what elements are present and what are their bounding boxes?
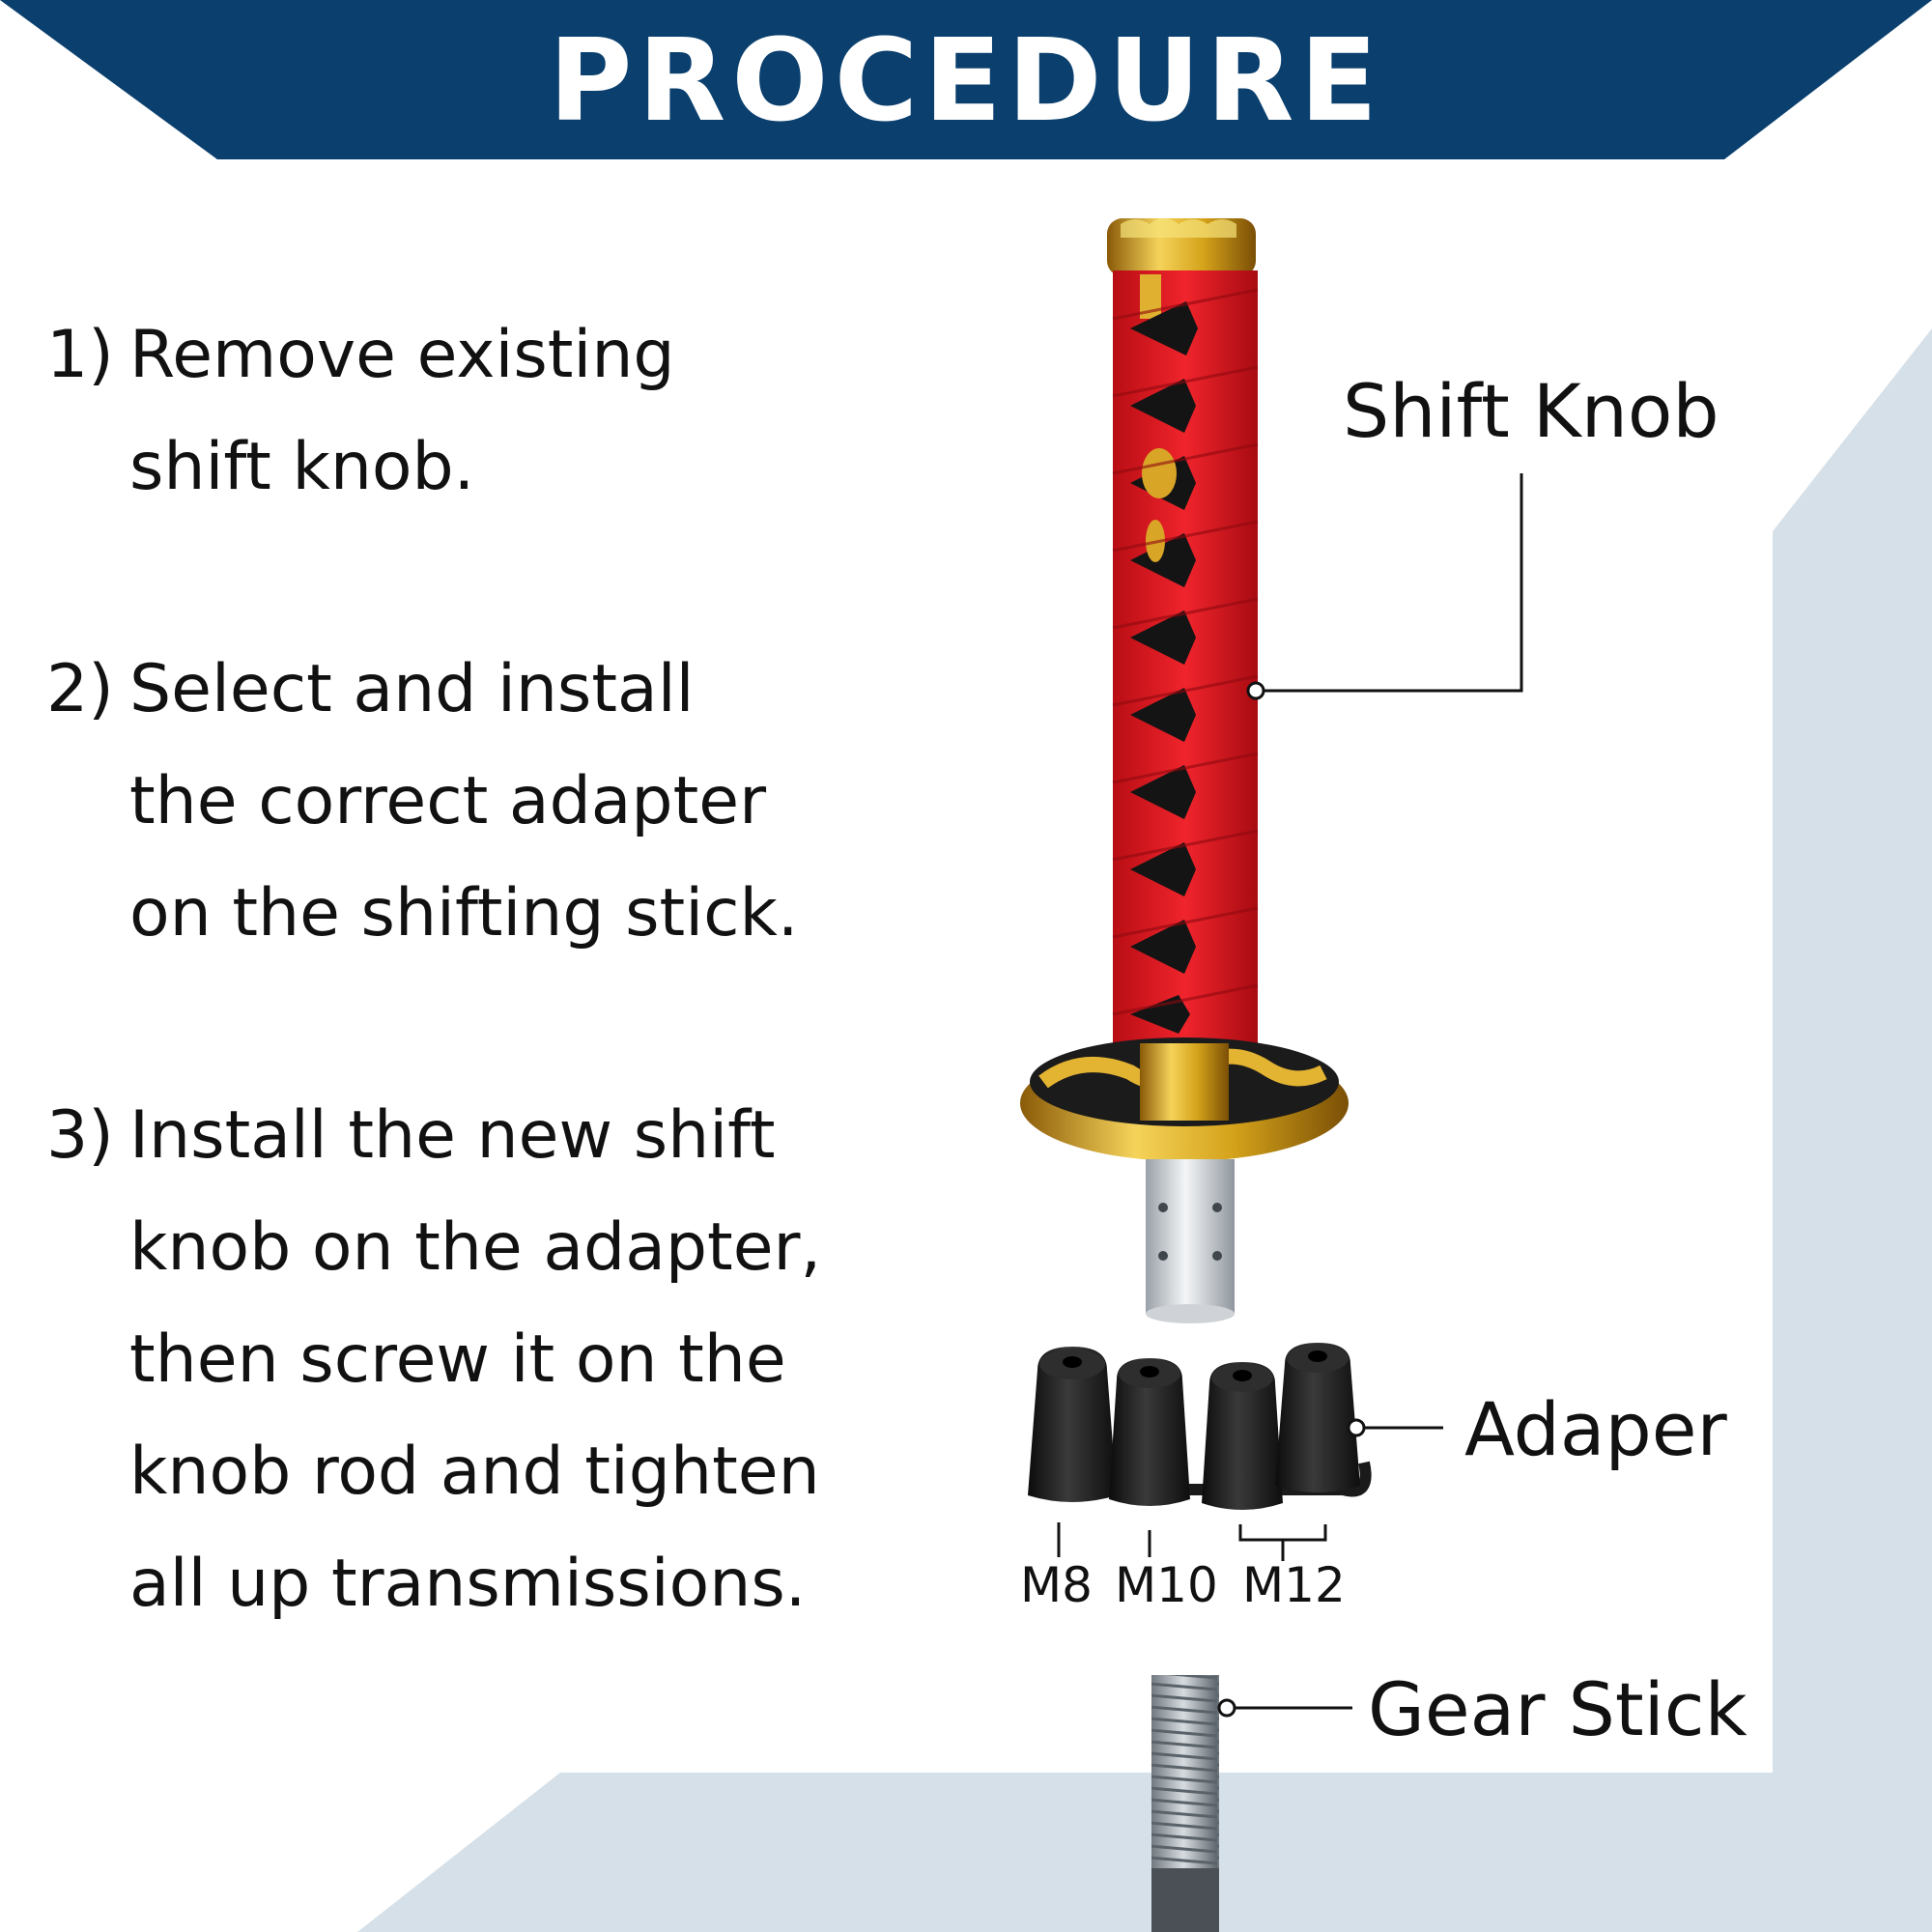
adapter-m8 bbox=[1028, 1347, 1117, 1502]
shift-knob bbox=[1020, 218, 1349, 1323]
size-label-m10: M10 bbox=[1115, 1557, 1218, 1613]
step-number: 1) bbox=[46, 317, 114, 393]
adapter-label: Adaper bbox=[1464, 1386, 1727, 1472]
step-text-line: all up transmissions. bbox=[129, 1546, 807, 1622]
gear-stick bbox=[1151, 1675, 1219, 1932]
banner-background bbox=[0, 0, 1932, 159]
adapter-m10 bbox=[1109, 1358, 1190, 1506]
step-text-line: then screw it on the bbox=[129, 1321, 786, 1398]
backdrop-panel-bottom bbox=[357, 1773, 1773, 1932]
shift-knob-leader bbox=[1256, 473, 1523, 693]
step-text-line: Remove existing bbox=[129, 317, 675, 393]
adapter-m12-b bbox=[1275, 1343, 1360, 1492]
backdrop-panel-right bbox=[1773, 328, 1932, 1932]
size-label-m12: M12 bbox=[1242, 1557, 1346, 1613]
size-label-m8: M8 bbox=[1020, 1557, 1093, 1613]
adapters bbox=[1028, 1343, 1372, 1510]
knob-silver-sleeve bbox=[1146, 1159, 1235, 1314]
step-text-line: knob rod and tighten bbox=[129, 1434, 820, 1510]
step-text-line: Install the new shift bbox=[129, 1097, 776, 1174]
step-text-line: on the shifting stick. bbox=[129, 875, 799, 952]
m12-bracket bbox=[1238, 1524, 1327, 1542]
step-text-line: the correct adapter bbox=[129, 763, 767, 839]
step-number: 3) bbox=[46, 1097, 114, 1174]
banner-title: PROCEDURE bbox=[548, 14, 1384, 147]
step-text-line: shift knob. bbox=[129, 429, 475, 505]
callout-leaders bbox=[1057, 473, 1523, 1718]
shift-knob-label: Shift Knob bbox=[1343, 368, 1719, 454]
step-text-line: Select and install bbox=[129, 651, 695, 727]
step-number: 2) bbox=[46, 651, 114, 727]
gear-stick-threads bbox=[1151, 1675, 1219, 1868]
step-text-line: knob on the adapter, bbox=[129, 1209, 822, 1286]
adapter-m12-a bbox=[1202, 1362, 1283, 1510]
gear-stick-label: Gear Stick bbox=[1368, 1666, 1747, 1752]
